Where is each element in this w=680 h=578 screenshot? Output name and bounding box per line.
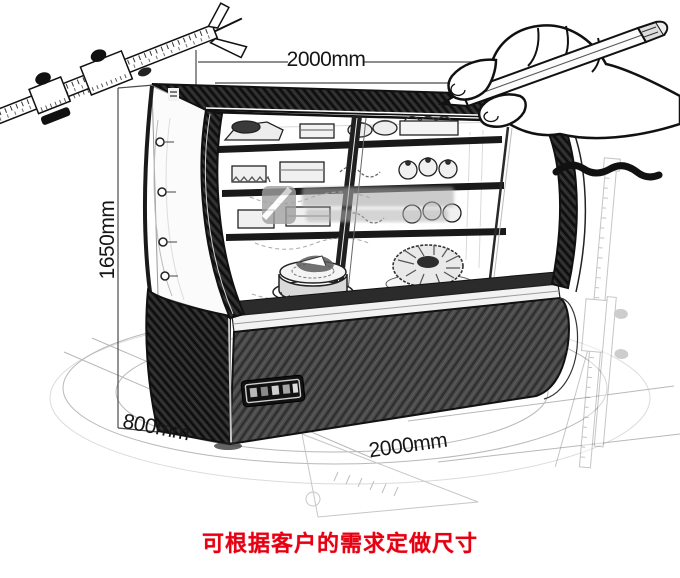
base-left-face (145, 288, 231, 446)
display-case-drawing (142, 83, 587, 450)
watermark (261, 186, 454, 224)
cake-sketches-top (223, 115, 459, 141)
base-front-face (228, 296, 570, 446)
pencil-icon (437, 20, 669, 108)
custom-size-note: 可根据客户的需求定做尺寸 (201, 531, 478, 556)
cuff-scribble (552, 161, 663, 181)
left-curved-frame (200, 108, 246, 320)
dimension-label-height: 1650mm (96, 200, 119, 280)
dimension-label-top-width: 2000mm (286, 48, 366, 71)
shelf-pin-icons (155, 137, 178, 281)
vernier-caliper-icon (0, 2, 248, 140)
hand-pencil-icon (437, 20, 680, 181)
brand-sticker (168, 88, 179, 101)
height-caliper-icon (554, 157, 629, 469)
control-panel (240, 374, 306, 408)
cake-sketches-middle (231, 157, 458, 184)
right-curved-frame (536, 98, 578, 290)
